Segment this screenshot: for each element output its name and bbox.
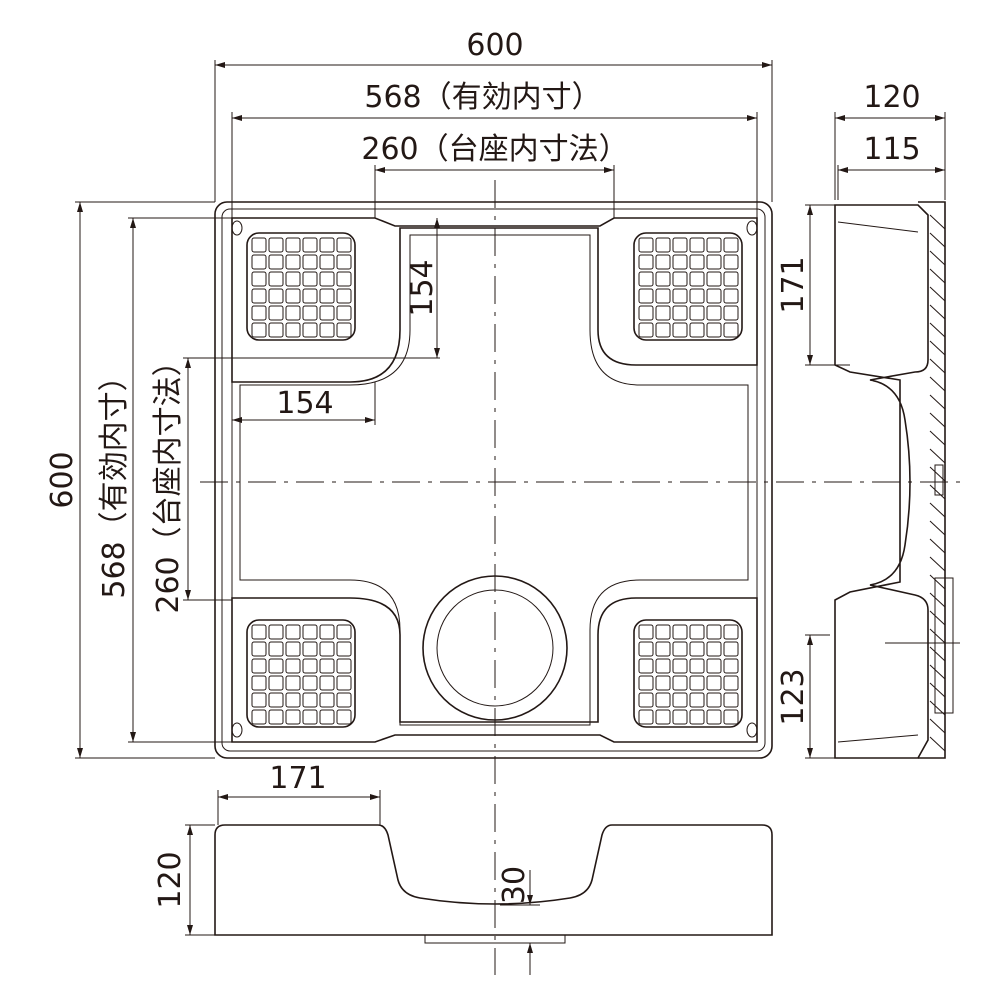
dim-side-pad-top: 171 bbox=[776, 256, 811, 313]
dimension-lines bbox=[75, 60, 946, 975]
screw-hole-icon bbox=[746, 220, 758, 236]
dim-side-height: 120 bbox=[863, 80, 920, 115]
screw-hole-icon bbox=[231, 722, 243, 738]
dim-side-height-inner: 115 bbox=[863, 132, 920, 167]
dim-front-height: 120 bbox=[153, 851, 188, 908]
screw-hole-icon bbox=[746, 722, 758, 738]
dim-pad-width: 154 bbox=[276, 386, 333, 421]
dim-front-pad-width: 171 bbox=[269, 761, 326, 796]
dim-effective-depth: 568（有効内寸） bbox=[97, 361, 132, 598]
screw-hole-icon bbox=[231, 220, 243, 236]
dim-base-depth: 260（台座内寸法） bbox=[151, 346, 186, 613]
side-view bbox=[834, 201, 960, 759]
dim-overall-width: 600 bbox=[466, 28, 523, 63]
dim-overall-depth: 600 bbox=[45, 451, 80, 508]
anti-vibration-pad-br bbox=[633, 619, 758, 738]
anti-vibration-pad-tr bbox=[633, 220, 758, 341]
drain-outlet bbox=[422, 575, 568, 721]
anti-vibration-pad-bl bbox=[231, 619, 356, 738]
anti-vibration-pad-tl bbox=[231, 220, 356, 341]
dim-drain-projection: 30 bbox=[497, 866, 532, 904]
dim-base-width: 260（台座内寸法） bbox=[361, 132, 628, 167]
dim-effective-width: 568（有効内寸） bbox=[364, 80, 601, 115]
front-view bbox=[214, 824, 773, 944]
dim-side-drain-offset: 123 bbox=[776, 668, 811, 725]
plan-view bbox=[214, 201, 773, 759]
dim-pad-depth: 154 bbox=[405, 259, 440, 316]
